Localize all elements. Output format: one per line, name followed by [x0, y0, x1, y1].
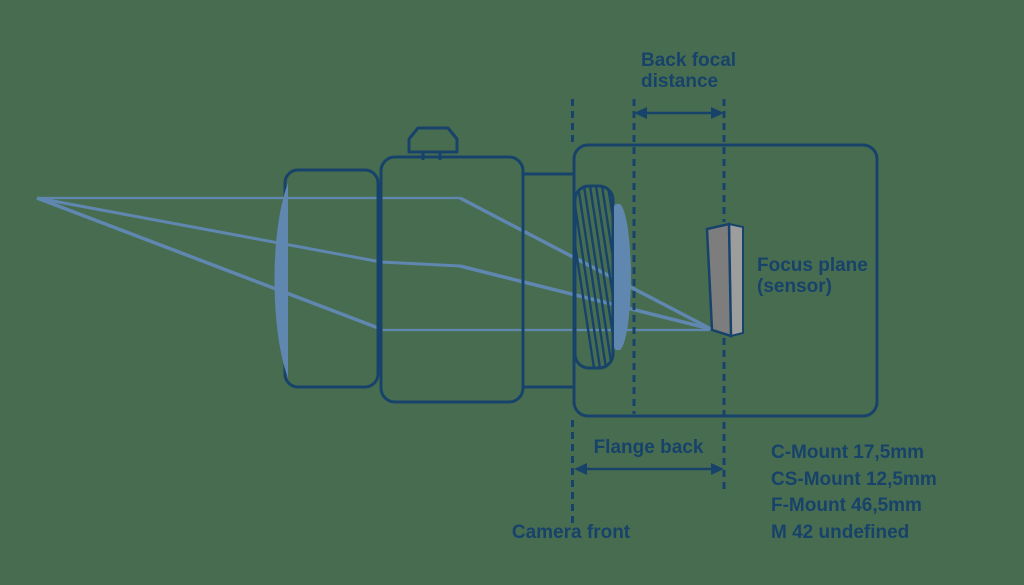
- back-focal-distance-label: Back focal distance: [641, 50, 737, 92]
- sensor-front-face: [705, 222, 733, 338]
- light-ray-top-converging: [459, 196, 712, 331]
- arrowhead-left-icon: [574, 463, 587, 475]
- thread-hatching: [576, 187, 612, 367]
- flange-back-label: Flange back: [593, 437, 704, 458]
- arrowhead-right-icon: [711, 463, 724, 475]
- back-focal-distance-arrow: [634, 107, 724, 119]
- arrowhead-left-icon: [634, 107, 647, 119]
- focus-plane-label: Focus plane (sensor): [757, 255, 868, 297]
- reference-lines: [571, 99, 726, 523]
- mount-spec-list: C-Mount 17,5mm CS-Mount 12,5mm F-Mount 4…: [771, 440, 937, 546]
- mount-spec-m42: M 42 undefined: [771, 521, 910, 543]
- light-ray-middle: [36, 196, 461, 268]
- light-ray-bottom: [36, 196, 382, 331]
- front-lens-barrel: [283, 168, 380, 389]
- camera-front-label: Camera front: [511, 522, 631, 543]
- rear-lens-element: [614, 203, 631, 351]
- flange-back-arrow: [574, 463, 724, 475]
- lens-body: [379, 155, 525, 404]
- lens-assembly: [274, 126, 631, 404]
- mount-spec-f: F-Mount 46,5mm: [771, 495, 922, 516]
- mount-spec-cs: CS-Mount 12,5mm: [771, 468, 937, 490]
- front-lens-element: [274, 183, 288, 378]
- focus-knob: [407, 126, 459, 154]
- light-ray-middle-converging: [459, 264, 712, 331]
- arrowhead-right-icon: [711, 107, 724, 119]
- mount-spec-c: C-Mount 17,5mm: [771, 442, 925, 463]
- sensor-slab: [705, 222, 744, 338]
